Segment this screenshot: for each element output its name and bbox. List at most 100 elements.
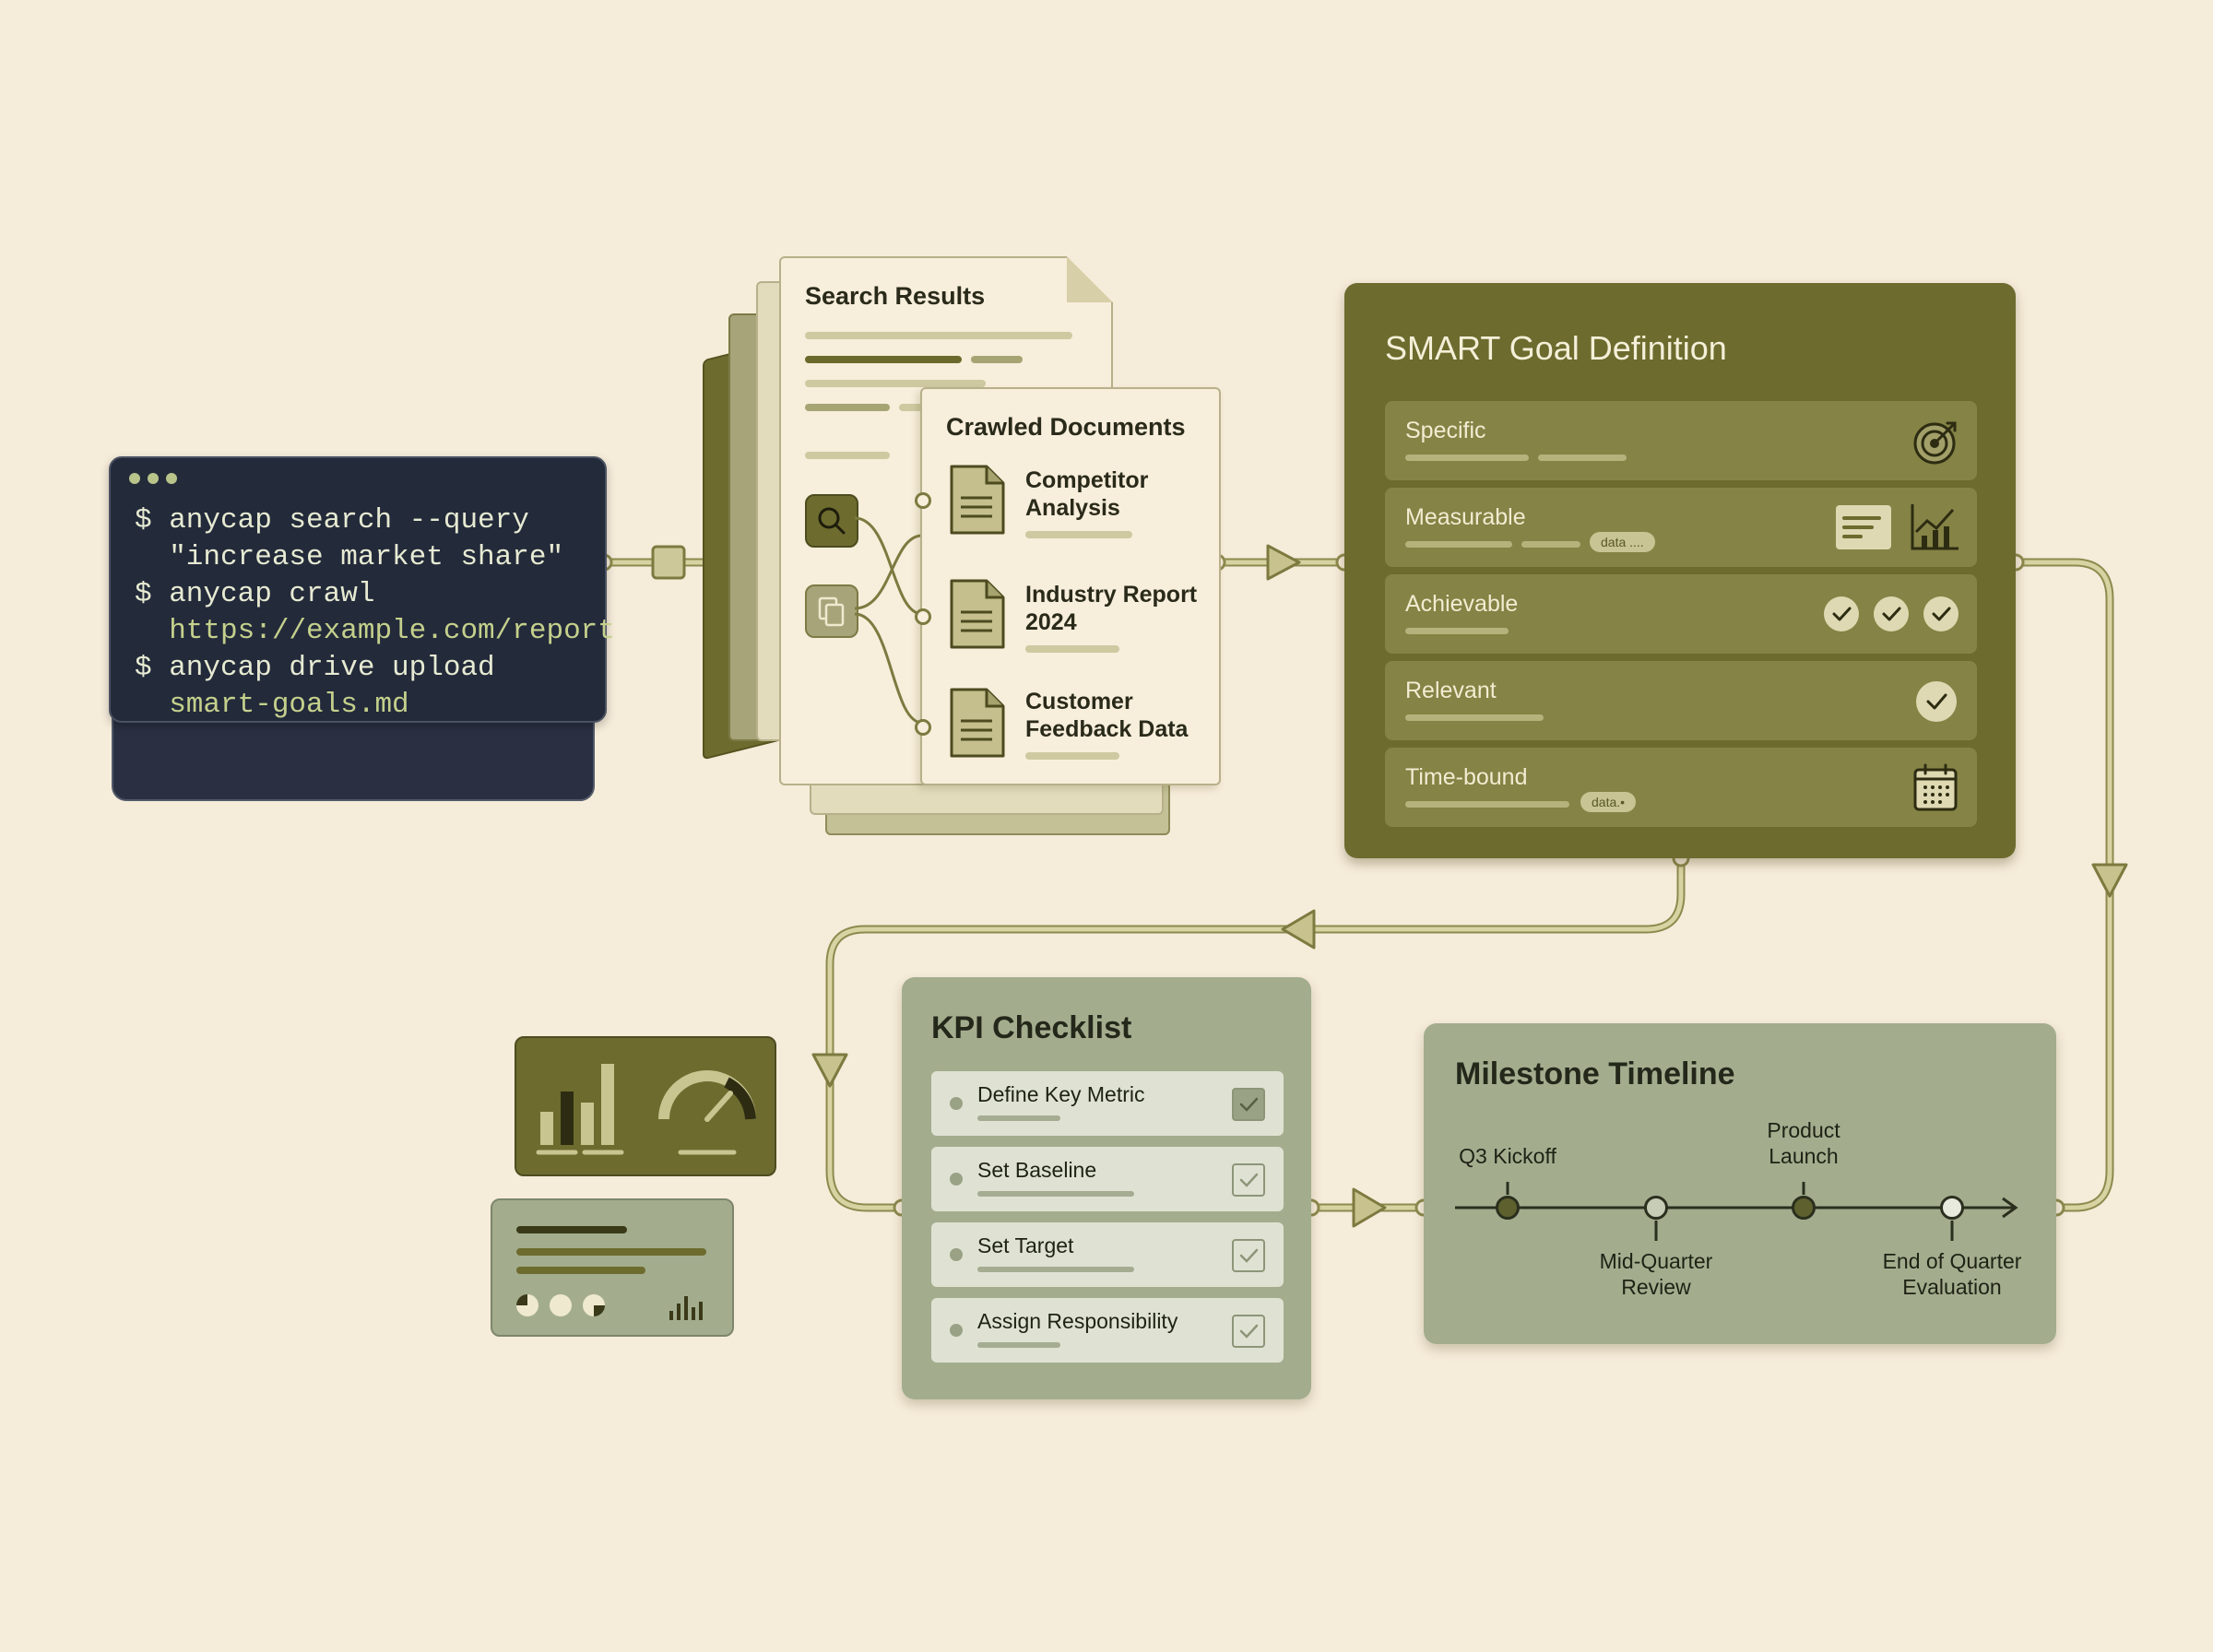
text-line [516, 1226, 627, 1233]
kpi-item[interactable]: Set Target [931, 1222, 1284, 1287]
document-label: Analysis [1025, 495, 1120, 521]
data-pill: data.• [1580, 792, 1637, 812]
crawled-documents-title: Crawled Documents [946, 413, 1186, 441]
kpi-checklist-panel: KPI Checklist Define Key Metric Set Base… [902, 977, 1311, 1399]
kpi-checklist-title: KPI Checklist [931, 1010, 1132, 1045]
checkbox-checked-icon[interactable] [1232, 1088, 1265, 1121]
kpi-item[interactable]: Define Key Metric [931, 1071, 1284, 1136]
smart-goal-panel: SMART Goal Definition Specific Measurabl… [1344, 283, 2016, 858]
text-line [1405, 714, 1544, 721]
text-line [1538, 454, 1627, 461]
text-line [977, 1267, 1134, 1272]
text-line [977, 1342, 1060, 1348]
text-line [1405, 454, 1529, 461]
bullet-icon [950, 1097, 963, 1110]
terminal-line: https://example.com/report [135, 615, 615, 647]
smart-row-label: Measurable [1405, 504, 1526, 530]
check-icon [1824, 596, 1859, 631]
milestone-marker[interactable] [1940, 1196, 1964, 1220]
search-icon-button[interactable] [805, 494, 858, 548]
copy-icon-button[interactable] [805, 584, 858, 638]
kpi-item-label: Assign Responsibility [977, 1309, 1178, 1333]
window-dot-icon [129, 473, 140, 484]
connector-node [915, 719, 931, 736]
milestone-label: Review [1621, 1275, 1691, 1299]
text-line [899, 404, 927, 411]
checkbox-checked-icon[interactable] [1232, 1315, 1265, 1348]
document-label: Feedback Data [1025, 716, 1189, 742]
milestone-marker[interactable] [1792, 1196, 1816, 1220]
data-pill: data .... [1590, 532, 1655, 552]
text-line [516, 1267, 645, 1274]
text-line [1405, 801, 1569, 808]
text-line [1025, 531, 1132, 538]
text-line [1025, 645, 1119, 653]
document-chart-icon [1836, 505, 1891, 549]
kpi-item-label: Set Target [977, 1233, 1074, 1257]
text-line [1405, 541, 1512, 548]
file-icon [950, 465, 1005, 535]
bullet-icon [950, 1248, 963, 1261]
gauge-icon [658, 1070, 756, 1155]
smart-row-time-bound[interactable]: Time-bound data.• [1385, 748, 1977, 827]
document-label: Customer [1025, 689, 1133, 714]
document-label: 2024 [1025, 609, 1077, 635]
report-card [491, 1198, 734, 1337]
text-line [1521, 541, 1580, 548]
kpi-item-label: Define Key Metric [977, 1082, 1145, 1106]
bullet-icon [950, 1324, 963, 1337]
document-label: Competitor [1025, 467, 1149, 493]
text-line [805, 452, 890, 459]
target-icon [1913, 421, 1957, 465]
terminal-line: "increase market share" [135, 541, 564, 573]
checkbox-checked-icon[interactable] [1232, 1239, 1265, 1272]
check-icon [1916, 681, 1957, 722]
text-line [805, 380, 986, 387]
terminal-line: $ anycap drive upload [135, 652, 495, 684]
check-icon [1874, 596, 1909, 631]
file-icon [950, 688, 1005, 758]
milestone-label: Q3 Kickoff [1459, 1144, 1556, 1168]
window-dot-icon [148, 473, 159, 484]
analytics-card [515, 1036, 776, 1176]
bullet-icon [950, 1173, 963, 1186]
line-chart-icon [1911, 504, 1959, 550]
terminal-line: smart-goals.md [135, 689, 409, 721]
smart-row-specific[interactable]: Specific [1385, 401, 1977, 480]
crawled-documents-sheet: Crawled Documents Competitor Analysis In… [915, 387, 1221, 785]
text-line [805, 404, 890, 411]
text-line [516, 1248, 706, 1256]
page-fold-icon [1067, 256, 1113, 302]
calendar-icon [1913, 763, 1958, 811]
smart-row-measurable[interactable]: Measurable data .... [1385, 488, 1977, 567]
smart-row-label: Achievable [1405, 591, 1519, 617]
timeline-axis [1455, 1182, 2018, 1241]
kpi-item[interactable]: Assign Responsibility [931, 1298, 1284, 1363]
checkbox-checked-icon[interactable] [1232, 1163, 1265, 1197]
milestone-marker[interactable] [1644, 1196, 1668, 1220]
milestone-label: Product [1767, 1118, 1840, 1142]
search-icon [818, 507, 846, 535]
text-line [805, 332, 1072, 339]
connector-node [915, 492, 931, 509]
smart-row-achievable[interactable]: Achievable [1385, 574, 1977, 654]
milestone-label: Launch [1769, 1144, 1839, 1168]
document-label: Industry Report [1025, 582, 1198, 608]
milestone-marker[interactable] [1496, 1196, 1520, 1220]
search-results-title: Search Results [805, 282, 986, 310]
file-icon [950, 579, 1005, 649]
text-line [971, 356, 1023, 363]
branch-connectors [855, 516, 923, 725]
smart-row-label: Specific [1405, 418, 1486, 443]
smart-row-relevant[interactable]: Relevant [1385, 661, 1977, 740]
milestone-label: Mid-Quarter [1599, 1249, 1713, 1273]
copy-icon [818, 596, 845, 627]
milestone-label: Evaluation [1902, 1275, 2002, 1299]
window-dot-icon [166, 473, 177, 484]
kpi-item[interactable]: Set Baseline [931, 1147, 1284, 1211]
bar-chart-icon [536, 1064, 624, 1155]
terminal-line: $ anycap crawl [135, 578, 375, 610]
text-line [977, 1115, 1060, 1121]
text-line [1405, 628, 1509, 634]
smart-row-label: Relevant [1405, 678, 1497, 703]
